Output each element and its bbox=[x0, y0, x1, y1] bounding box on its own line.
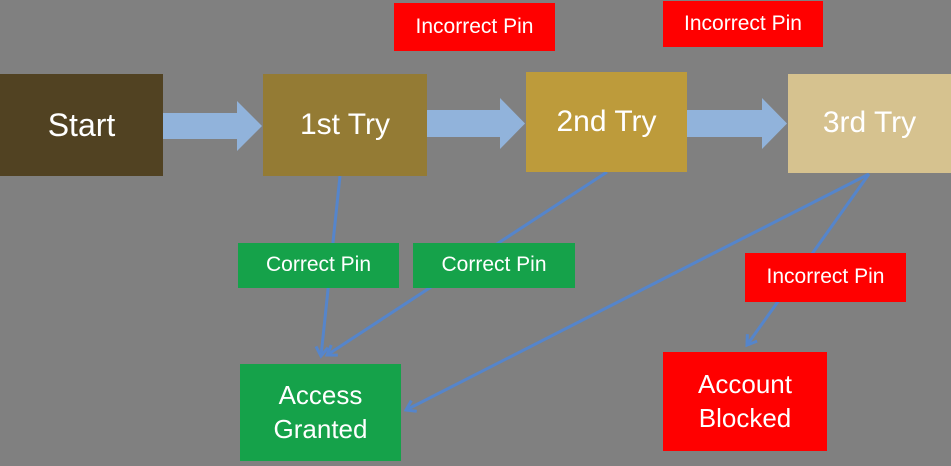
node-access-granted: Access Granted bbox=[240, 364, 401, 461]
edge-label-incorrect-pin-1: Incorrect Pin bbox=[394, 3, 555, 51]
block-arrow-try2-to-try3 bbox=[687, 98, 787, 149]
block-arrow-try1-to-try2 bbox=[427, 98, 525, 149]
node-third-try: 3rd Try bbox=[788, 74, 951, 173]
edge-label-incorrect-pin-3: Incorrect Pin bbox=[745, 253, 906, 302]
node-first-try: 1st Try bbox=[263, 74, 427, 176]
edge-label-correct-pin-1: Correct Pin bbox=[238, 243, 399, 288]
block-arrow-start-to-try1 bbox=[163, 101, 262, 151]
node-account-blocked: Account Blocked bbox=[663, 352, 827, 451]
edge-label-incorrect-pin-2: Incorrect Pin bbox=[663, 1, 823, 47]
edge-label-correct-pin-2: Correct Pin bbox=[413, 243, 575, 288]
node-start: Start bbox=[0, 74, 163, 176]
connector-try3-to-access-granted bbox=[403, 172, 870, 413]
node-second-try: 2nd Try bbox=[526, 72, 687, 172]
